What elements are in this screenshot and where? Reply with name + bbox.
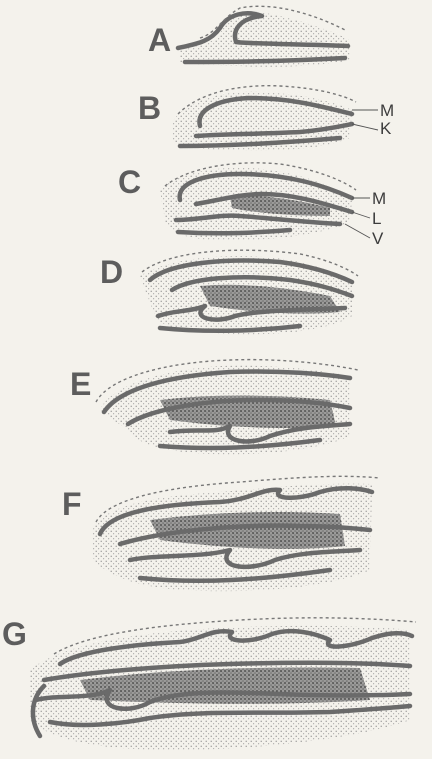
section-drawing-c: [0, 160, 432, 250]
section-drawing-b: [0, 80, 432, 160]
panel-a: A: [0, 0, 432, 80]
panel-c: C M L V: [0, 160, 432, 250]
panel-f: F: [0, 460, 432, 610]
panel-d: D: [0, 250, 432, 350]
section-drawing-e: [0, 350, 432, 460]
section-drawing-f: [0, 460, 432, 610]
section-drawing-a: [0, 0, 432, 80]
section-drawing-d: [0, 250, 432, 350]
section-drawing-g: [0, 610, 432, 759]
panel-e: E: [0, 350, 432, 460]
panel-g: G: [0, 610, 432, 759]
panel-b: B M K: [0, 80, 432, 160]
